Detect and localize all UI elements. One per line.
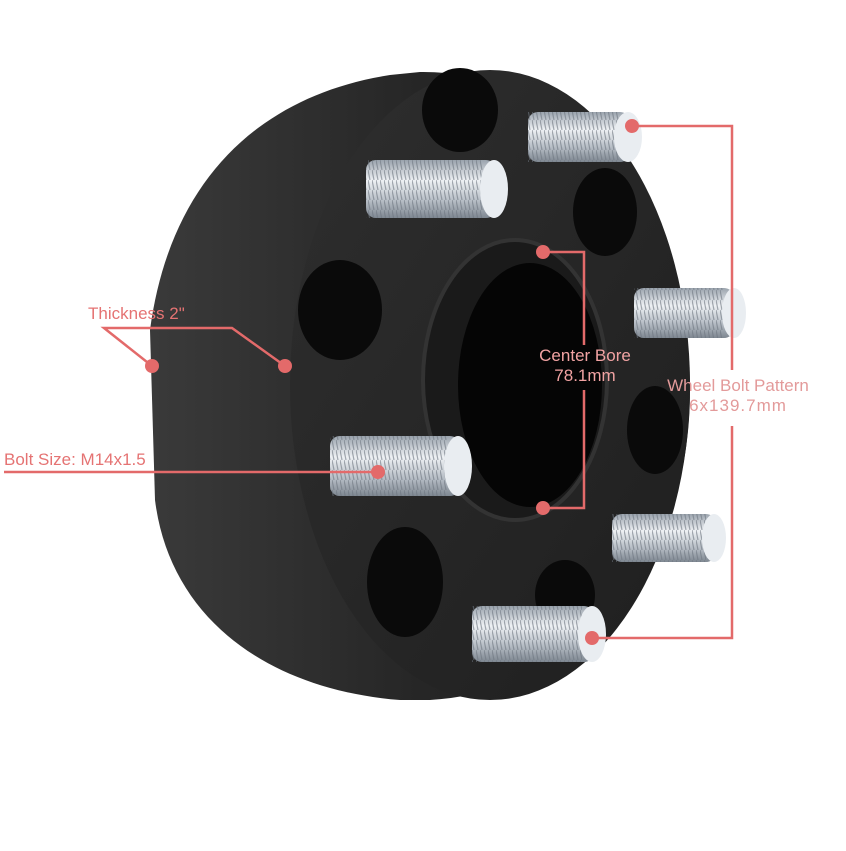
center-bore-title: Center Bore [539,346,631,365]
stud-bottom [472,606,606,662]
center-bore-value: 78.1mm [554,366,616,385]
stud-mid-right [634,288,746,338]
wheel-studs [330,112,746,662]
center-bore-label: Center Bore 78.1mm [525,346,645,386]
bolt-pattern-title: Wheel Bolt Pattern [667,376,809,395]
spacer-body [150,68,690,700]
stud-lower-right [612,514,726,562]
bolt-pattern-value: 6x139.7mm [689,396,787,415]
callout-dots [145,119,639,645]
bolt-size-label: Bolt Size: M14x1.5 [4,450,146,469]
stud-left [330,436,472,496]
stud-top-right [528,112,642,162]
stud-top-left [366,160,508,218]
thickness-label: Thickness 2" [88,304,185,323]
bolt-pattern-label: Wheel Bolt Pattern 6x139.7mm [652,376,824,416]
callout-lines [4,124,734,640]
